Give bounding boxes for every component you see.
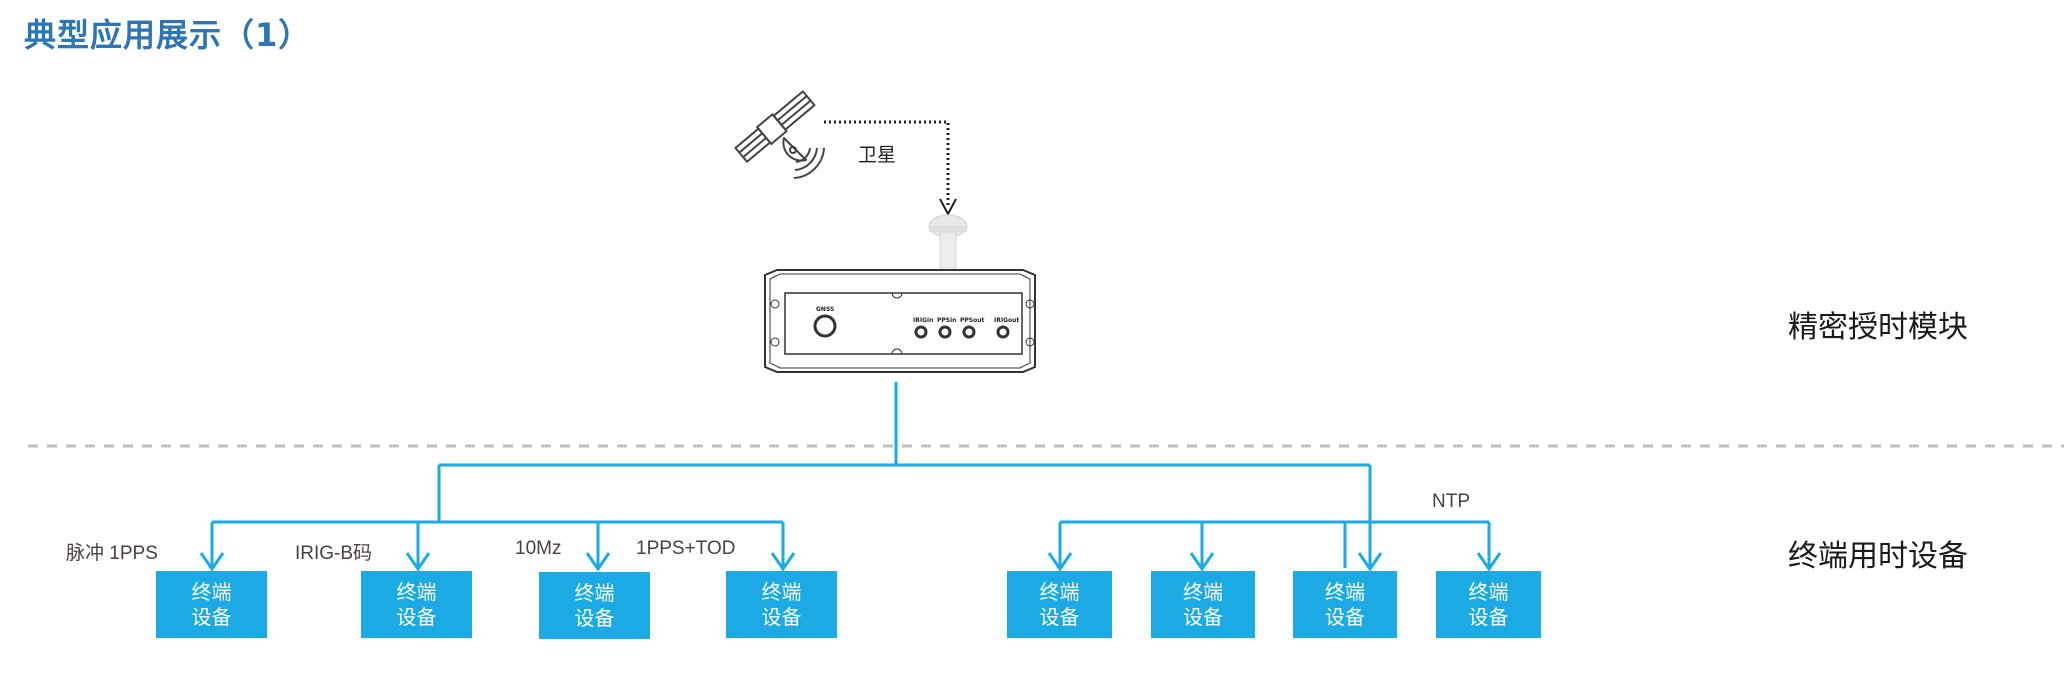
port-label: IRIGin (913, 317, 933, 324)
device-label: 终端 (574, 580, 615, 605)
terminal-device-box: 终端 设备 (1436, 571, 1541, 638)
terminal-device-box: 终端 设备 (1007, 571, 1112, 638)
page-title: 典型应用展示（1） (24, 16, 312, 54)
terminal-device-box: 终端 设备 (156, 571, 267, 638)
terminal-device-box: 终端 设备 (361, 571, 472, 638)
port-label: PPSin (937, 317, 956, 324)
satellite-icon (734, 90, 825, 179)
signal-label-1pps: 脉冲 1PPS (66, 543, 158, 564)
device-label: 设备 (191, 604, 232, 629)
device-label: 设备 (396, 604, 437, 629)
terminal-device-box: 终端 设备 (726, 571, 837, 638)
device-label: 设备 (1039, 604, 1080, 629)
port-label: PPSout (960, 317, 985, 324)
signal-label-ntp: NTP (1432, 491, 1470, 512)
connector-lines (210, 382, 1491, 568)
gnss-antenna-icon (928, 214, 968, 269)
signal-label-irig-b: IRIG-B码 (295, 543, 373, 564)
device-label: 设备 (1468, 604, 1509, 629)
signal-label-1pps-tod: 1PPS+TOD (636, 538, 736, 559)
module-section-label: 精密授时模块 (1788, 310, 1968, 345)
device-label: 设备 (761, 604, 802, 629)
device-label: 终端 (1039, 579, 1080, 604)
port-label: IRIGout (994, 317, 1019, 324)
arrowheads (199, 552, 1502, 572)
terminal-device-box: 终端 设备 (1151, 571, 1255, 638)
device-label: 设备 (574, 605, 615, 630)
signal-label-10mhz: 10Mz (515, 538, 562, 559)
terminal-device-box: 终端 设备 (1293, 571, 1397, 638)
gnss-port-label: GNSS (816, 306, 834, 313)
device-label: 终端 (761, 579, 802, 604)
terminal-device-box: 终端 设备 (539, 572, 650, 639)
signal-arrowhead (939, 198, 957, 217)
device-label: 终端 (1325, 579, 1365, 604)
device-label: 终端 (191, 579, 232, 604)
terminal-section-label: 终端用时设备 (1788, 539, 1968, 574)
device-label: 设备 (1183, 604, 1223, 629)
device-label: 终端 (396, 579, 437, 604)
timing-module-device (764, 269, 1036, 373)
satellite-signal-path (824, 120, 950, 205)
device-label: 终端 (1183, 579, 1223, 604)
device-label: 设备 (1325, 604, 1365, 629)
satellite-label: 卫星 (858, 144, 897, 166)
device-label: 终端 (1468, 579, 1509, 604)
